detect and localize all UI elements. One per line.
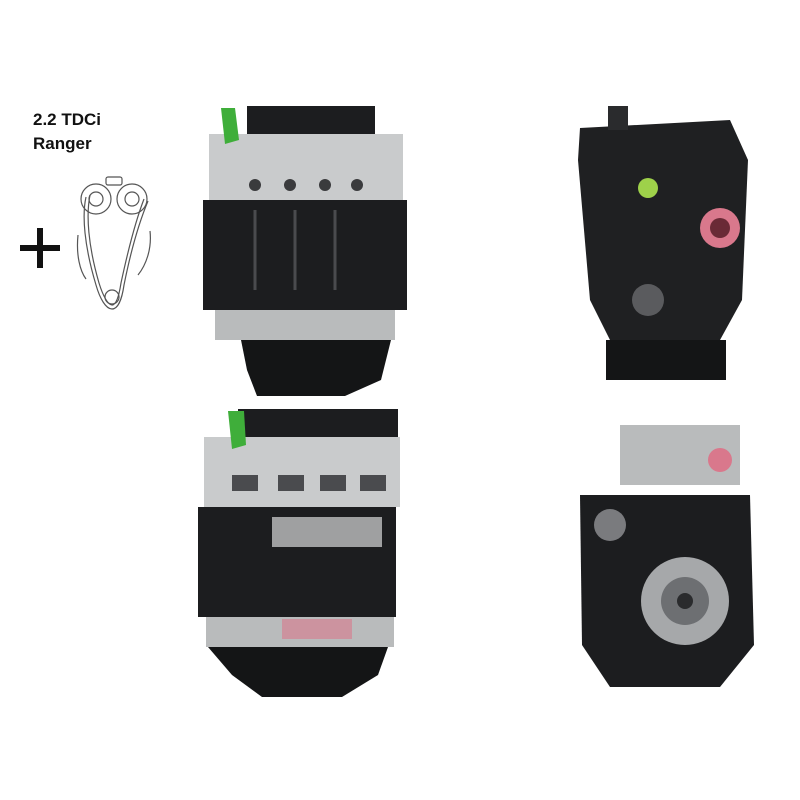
product-title: 2.2 TDCi Ranger [33, 108, 101, 156]
plus-icon [20, 228, 60, 268]
engine-photo-intake-side [203, 106, 407, 396]
engine-photo-flywheel-side [580, 425, 754, 687]
timing-chain-icon [76, 176, 151, 310]
title-line-2: Ranger [33, 134, 92, 153]
engine-photo-exhaust-side [198, 409, 400, 697]
title-line-1: 2.2 TDCi [33, 110, 102, 129]
engine-photo-timing-cover-side [578, 106, 748, 380]
